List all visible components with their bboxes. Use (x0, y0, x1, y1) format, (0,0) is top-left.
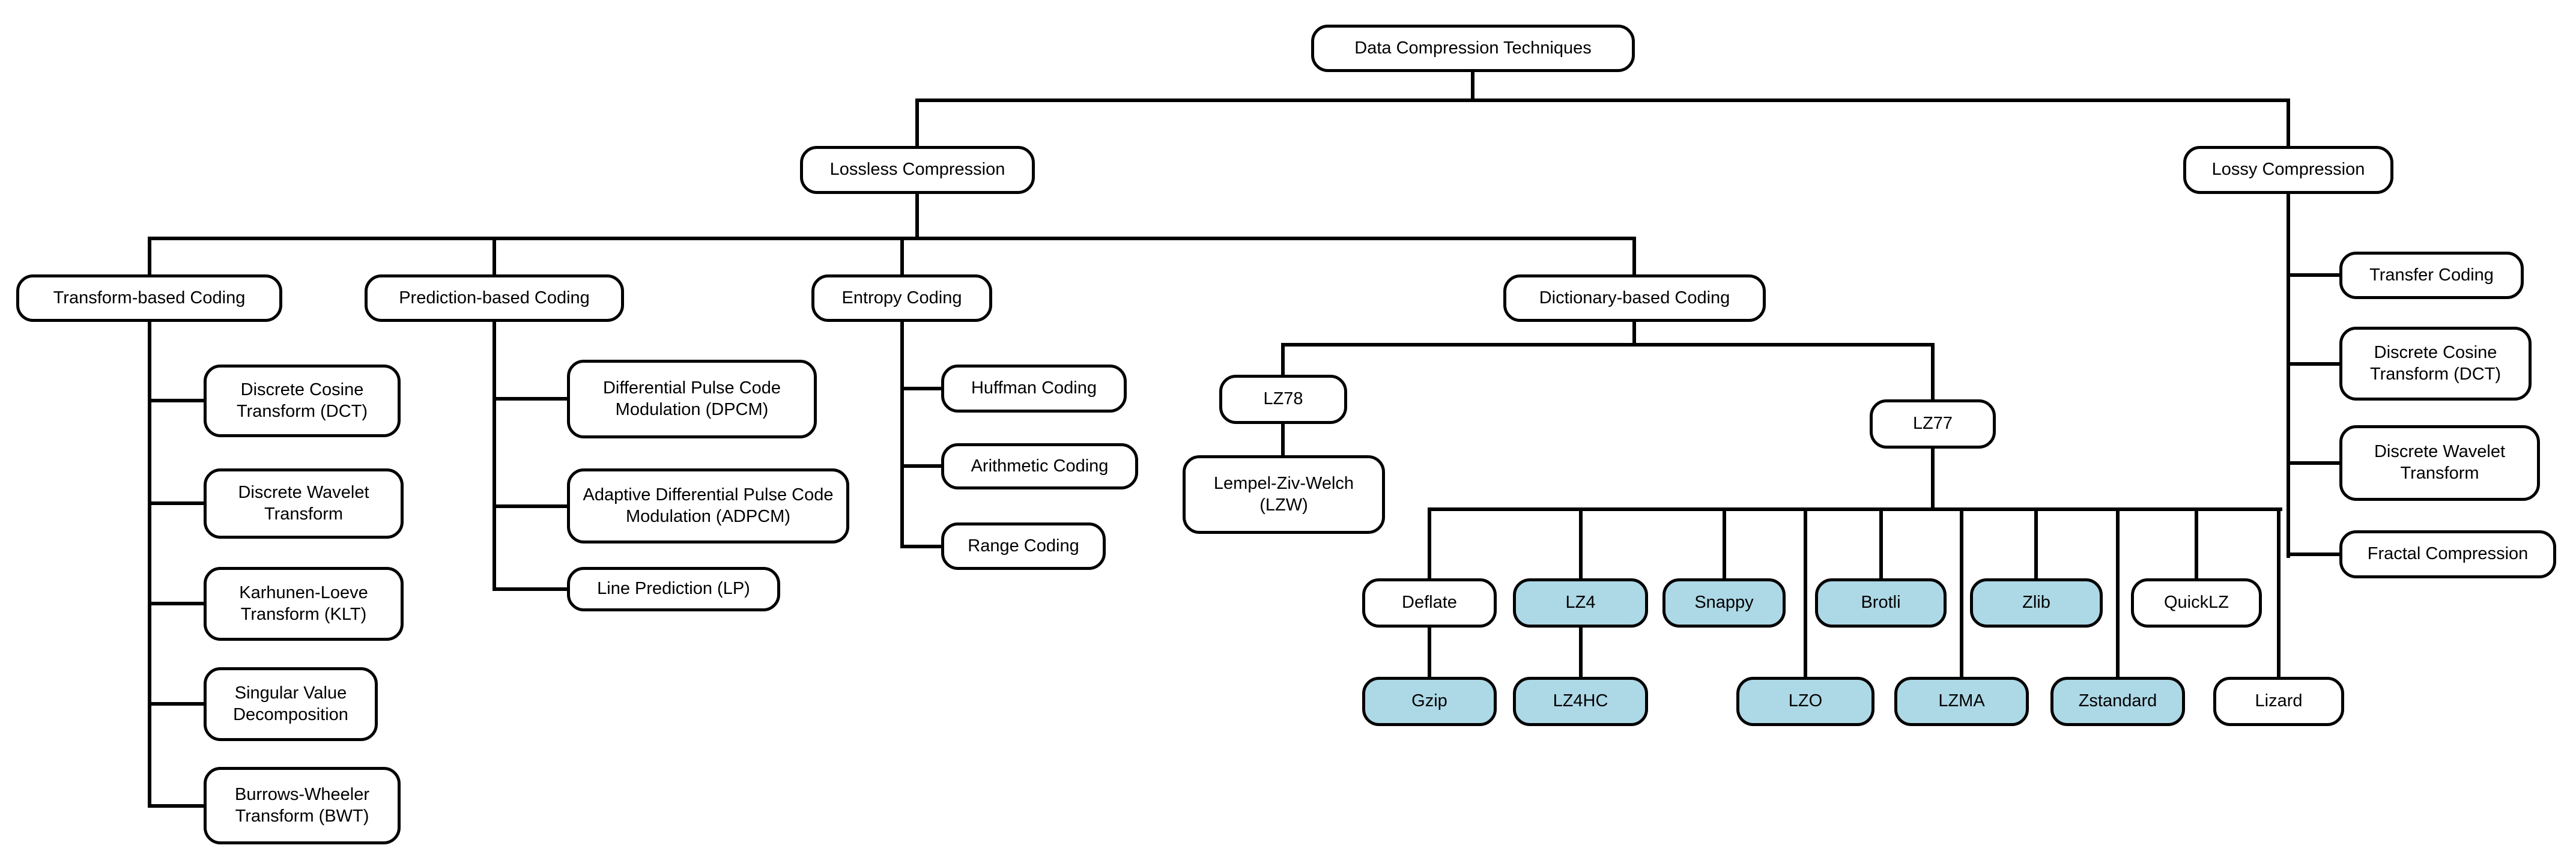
node-entropy-coding: Entropy Coding (811, 274, 992, 322)
connector-line (1428, 507, 1431, 580)
connector-line (1281, 343, 1285, 377)
node-zlib: Zlib (1970, 578, 2103, 628)
node-burrows-wheeler-transform: Burrows-Wheeler Transform (BWT) (204, 767, 401, 844)
node-lempel-ziv-welch: Lempel-Ziv-Welch (LZW) (1183, 455, 1385, 534)
connector-line (492, 504, 569, 508)
connector-line (1632, 320, 1636, 347)
node-lossy-discrete-wavelet-transform: Discrete Wavelet Transform (2339, 425, 2540, 501)
connector-line (2287, 192, 2290, 558)
connector-line (148, 399, 205, 402)
node-karhunen-loeve-transform: Karhunen-Loeve Transform (KLT) (204, 567, 404, 641)
connector-line (148, 237, 151, 276)
connector-line (148, 320, 151, 808)
connector-line (492, 397, 569, 401)
connector-line (2034, 507, 2038, 580)
connector-line (148, 237, 1636, 240)
node-transform-based-coding: Transform-based Coding (16, 274, 282, 322)
connector-line (1281, 343, 1935, 347)
node-arithmetic-coding: Arithmetic Coding (941, 443, 1138, 489)
connector-line (1931, 447, 1935, 511)
node-lossy-discrete-cosine-transform: Discrete Cosine Transform (DCT) (2339, 327, 2532, 401)
node-discrete-wavelet-transform: Discrete Wavelet Transform (204, 468, 404, 539)
node-lz4hc: LZ4HC (1513, 677, 1648, 726)
node-lizard: Lizard (2213, 677, 2344, 726)
node-zstandard: Zstandard (2050, 677, 2185, 726)
node-line-prediction: Line Prediction (LP) (567, 567, 780, 611)
connector-line (2116, 507, 2120, 679)
node-fractal-compression: Fractal Compression (2339, 530, 2556, 578)
connector-line (148, 804, 205, 808)
connector-line (148, 501, 205, 505)
connector-line (1428, 626, 1431, 679)
connector-line (2195, 507, 2198, 580)
connector-line (1471, 70, 1474, 102)
node-quicklz: QuickLZ (2131, 578, 2262, 628)
node-dpcm: Differential Pulse Code Modulation (DPCM… (567, 360, 817, 438)
node-lossless-compression: Lossless Compression (800, 146, 1035, 194)
connector-line (492, 320, 496, 591)
connector-line (148, 602, 205, 605)
node-singular-value-decomposition: Singular Value Decomposition (204, 667, 378, 741)
connector-line (1428, 507, 2282, 511)
connector-line (1879, 507, 1883, 580)
connector-line (900, 464, 943, 468)
connector-line (1632, 237, 1636, 276)
connector-line (915, 98, 2290, 102)
connector-line (2287, 553, 2341, 556)
node-discrete-cosine-transform: Discrete Cosine Transform (DCT) (204, 365, 401, 437)
connector-line (1804, 507, 1807, 679)
connector-line (1960, 507, 1963, 679)
node-gzip: Gzip (1362, 677, 1497, 726)
connector-line (492, 237, 496, 276)
connector-line (900, 387, 943, 390)
connector-line (1579, 626, 1583, 679)
node-lz78: LZ78 (1219, 375, 1347, 424)
connector-line (915, 98, 919, 148)
connector-line (915, 192, 919, 240)
connector-line (2277, 507, 2281, 679)
node-brotli: Brotli (1815, 578, 1947, 628)
connector-line (2287, 273, 2341, 277)
connector-line (1579, 507, 1583, 580)
node-deflate: Deflate (1362, 578, 1497, 628)
connector-line (492, 587, 569, 591)
connector-line (2287, 362, 2341, 366)
node-prediction-based-coding: Prediction-based Coding (365, 274, 624, 322)
node-transfer-coding: Transfer Coding (2339, 252, 2524, 299)
connector-line (2287, 461, 2341, 465)
node-adpcm: Adaptive Differential Pulse Code Modulat… (567, 468, 849, 544)
connector-line (1931, 343, 1935, 401)
node-lzo: LZO (1736, 677, 1874, 726)
connector-line (900, 237, 904, 276)
connector-line (2287, 98, 2290, 148)
node-data-compression-techniques: Data Compression Techniques (1311, 25, 1635, 72)
node-huffman-coding: Huffman Coding (941, 365, 1127, 413)
node-dictionary-based-coding: Dictionary-based Coding (1503, 274, 1766, 322)
node-snappy: Snappy (1662, 578, 1786, 628)
connector-line (900, 545, 943, 548)
connector-line (148, 702, 205, 706)
node-lzma: LZMA (1894, 677, 2029, 726)
node-range-coding: Range Coding (941, 522, 1106, 570)
node-lz77: LZ77 (1870, 399, 1996, 449)
connector-line (1281, 422, 1285, 457)
node-lossy-compression: Lossy Compression (2183, 146, 2393, 194)
node-lz4: LZ4 (1513, 578, 1648, 628)
connector-line (900, 320, 904, 548)
connector-line (1723, 507, 1726, 580)
